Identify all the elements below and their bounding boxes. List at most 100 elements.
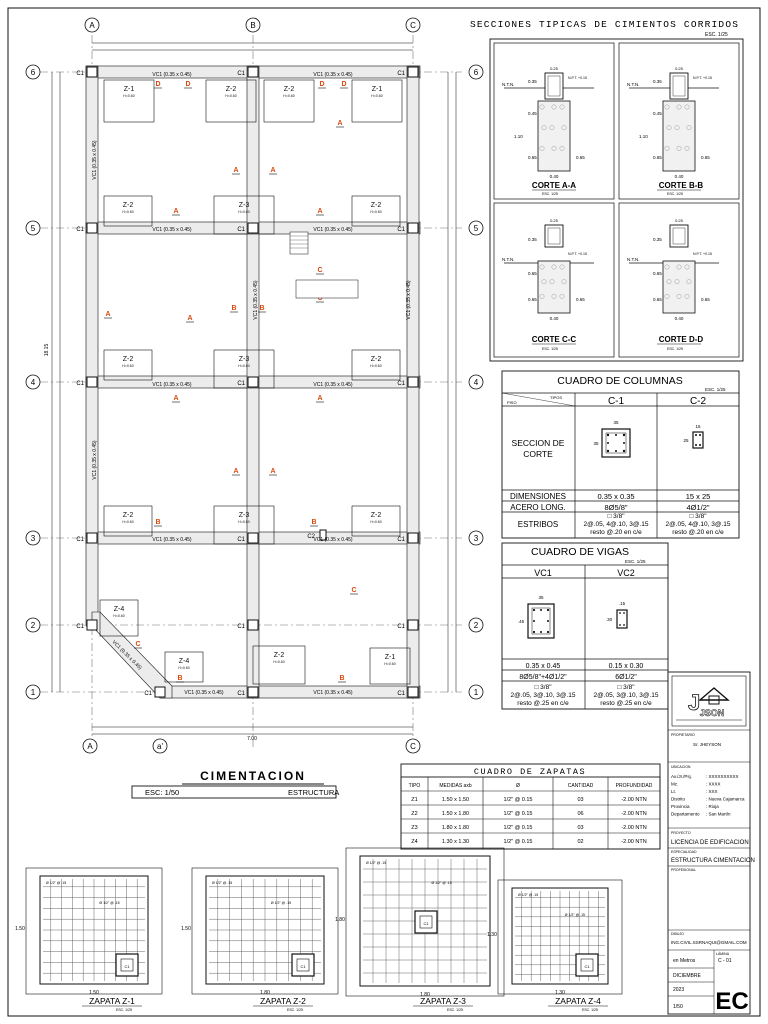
footing-detail: C1Ø 1/2" @ .15Ø 1/2" @ .151.501.50ZAPATA…	[15, 867, 163, 1012]
footing-outline	[205, 79, 257, 123]
cut-label: CORTE B-B	[659, 181, 704, 190]
svg-text:2@.05, 3@.10, 3@.15: 2@.05, 3@.10, 3@.15	[594, 692, 659, 699]
column-label: C1	[144, 691, 152, 697]
footing-outline	[103, 349, 153, 381]
detail-label: ZAPATA Z-4	[555, 996, 601, 1006]
svg-text:0.65: 0.65	[528, 155, 537, 160]
cut-marker: A	[233, 468, 238, 475]
axis-bubbles-bottom: A a' C	[82, 738, 421, 754]
column-label: C1	[397, 227, 405, 233]
beam-label: VC1 (0.35 x 0.45)	[313, 537, 353, 543]
isolated-footings: Z-1H=0.60Z-2H=0.60Z-2H=0.60Z-1H=0.60Z-2H…	[99, 79, 411, 685]
footing-label: Z-2	[123, 202, 134, 209]
axis-label: 3	[474, 534, 479, 543]
ntn-label: N.T.N.	[502, 257, 515, 262]
logo-text: JSON	[700, 708, 725, 718]
column	[247, 222, 259, 234]
cut-marker: B	[259, 305, 264, 312]
columns-table-scale: ESC. 1/25	[705, 387, 726, 392]
footing-detail: C1Ø 1/2" @ .15Ø 1/2" @ .151.801.80ZAPATA…	[335, 847, 505, 1012]
axis-label: C	[410, 21, 416, 30]
cut-marker: C	[135, 641, 140, 648]
column-label: C1	[76, 227, 84, 233]
axis-bubble	[468, 617, 484, 633]
beam-label: VC1 (0.35 x 0.45)	[313, 227, 353, 233]
svg-text:0.35: 0.35	[653, 79, 662, 84]
cut-panel-b	[618, 42, 740, 200]
footing-outline	[351, 79, 403, 123]
stair-detail	[289, 231, 309, 255]
footing-depth: H=0.60	[225, 94, 236, 98]
footing-depth: H=0.60	[238, 364, 249, 368]
svg-text:0.65: 0.65	[576, 297, 585, 302]
type-c2: C-2	[690, 396, 707, 407]
footing-depth: H=0.60	[238, 210, 249, 214]
footing-label: Z-4	[179, 658, 190, 665]
footing-depth: H=0.60	[122, 520, 133, 524]
location-key: Provincia	[671, 804, 690, 809]
sections-panel: SECCIONES TIPICAS DE CIMIENTOS CORRIDOS …	[470, 19, 744, 362]
svg-text:Ø 1/2" @ .15: Ø 1/2" @ .15	[565, 913, 585, 917]
svg-text:Ø 1/2" @ .15: Ø 1/2" @ .15	[366, 861, 386, 865]
footing-outline	[351, 349, 401, 381]
footings-table-cell: 1/2" @ 0.15	[504, 839, 533, 845]
svg-text:resto @.25 en c/e: resto @.25 en c/e	[517, 700, 569, 707]
svg-text:□ 3/8": □ 3/8"	[607, 513, 625, 520]
column-label: C1	[397, 381, 405, 387]
footing-label: Z-2	[123, 512, 134, 519]
svg-text:resto @.25 en c/e: resto @.25 en c/e	[600, 700, 652, 707]
column	[86, 66, 98, 78]
cut-scale: ESC. 1/25	[542, 347, 558, 351]
svg-text:Ø 1/2" @ .15: Ø 1/2" @ .15	[271, 901, 291, 905]
column	[247, 532, 259, 544]
column	[407, 376, 419, 388]
detail-scale: ESC. 1/25	[447, 1008, 463, 1012]
footings-table-cell: 06	[577, 811, 583, 817]
svg-text:0.25: 0.25	[675, 66, 684, 71]
axis-bubble	[25, 374, 41, 390]
footing-depth: H=0.60	[238, 520, 249, 524]
column	[86, 619, 98, 631]
column	[247, 376, 259, 388]
column	[86, 376, 98, 388]
svg-text:0.65: 0.65	[653, 297, 662, 302]
footings-table-header: PROFUNDIDAD	[616, 783, 653, 789]
svg-text:resto @.20 en c/e: resto @.20 en c/e	[590, 529, 642, 536]
svg-text:□ 3/8": □ 3/8"	[689, 513, 707, 520]
axis-bubble	[468, 220, 484, 236]
npt-label: N.P.T. +0.15	[693, 252, 712, 256]
cut-marker: A	[317, 208, 322, 215]
footing-depth: H=0.60	[122, 210, 133, 214]
detail-width: 1.30	[555, 990, 565, 996]
npt-label: N.P.T. +0.15	[568, 76, 587, 80]
column-label: C2	[307, 534, 315, 540]
beam-label: VC1 (0.35 x 0.45)	[253, 280, 259, 320]
column-label: C1	[397, 537, 405, 543]
overall-width: 7.00	[247, 736, 257, 742]
svg-text:0.45: 0.45	[528, 111, 537, 116]
svg-text:0.25: 0.25	[550, 66, 559, 71]
drawn-value: ING.CIVIL.SSRNAQUI@GMAIL.COM	[671, 940, 747, 945]
dimension-lines	[51, 42, 457, 735]
svg-text:0.25: 0.25	[675, 218, 684, 223]
column	[319, 529, 327, 541]
company-logo: J JSON	[671, 675, 747, 727]
footing-label: Z-2	[371, 512, 382, 519]
axis-label: 1	[474, 688, 479, 697]
beam-label: VC1 (0.35 x 0.45)	[152, 72, 192, 78]
svg-text:15: 15	[695, 424, 701, 429]
location-value: : Nueva Cajamarca	[706, 797, 745, 802]
footing-depth: H=0.60	[273, 660, 284, 664]
footing-depth: H=0.60	[113, 614, 124, 618]
cut-marker: B	[177, 675, 182, 682]
column-label: C1	[237, 624, 245, 630]
sections-scale: ESC. 1/25	[705, 32, 728, 38]
footing-outline	[351, 195, 401, 227]
footing-depth: H=0.60	[370, 210, 381, 214]
cut-marker: B	[311, 519, 316, 526]
column	[407, 619, 419, 631]
row-section-label: SECCION DE	[512, 438, 565, 448]
